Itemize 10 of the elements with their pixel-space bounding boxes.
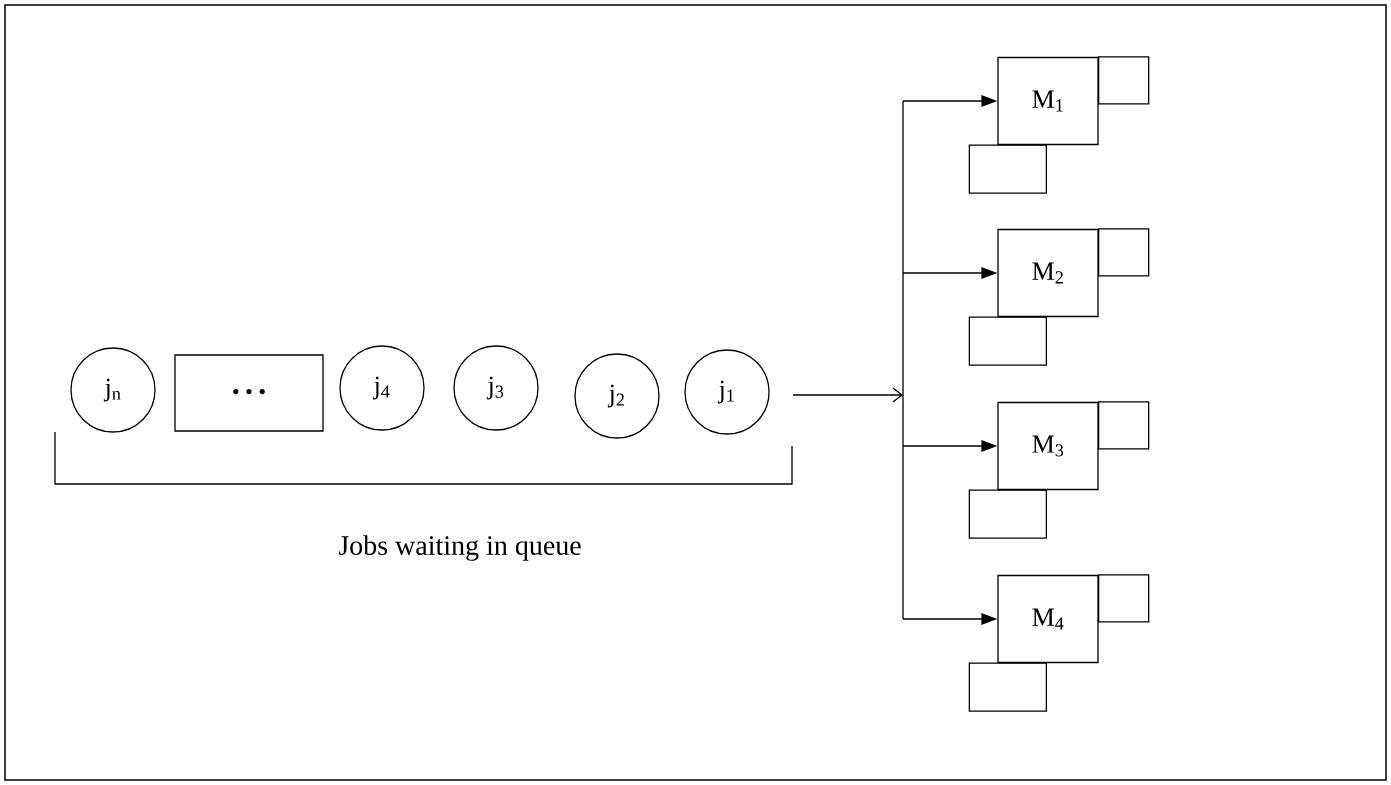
machine-box: M$_{4}$ xyxy=(968,574,1150,712)
caption-text: Jobs waiting in queue xyxy=(338,535,581,561)
arrow xyxy=(902,267,998,279)
arrow xyxy=(902,613,998,625)
machine-box: M$_{1}$ xyxy=(968,56,1150,194)
ellipsis-box: • • • xyxy=(174,354,324,432)
machine-box: M$_{3}$ xyxy=(968,401,1150,539)
arrow xyxy=(902,440,998,452)
machine-box: M$_{2}$ xyxy=(968,228,1150,366)
arrow xyxy=(902,95,998,107)
